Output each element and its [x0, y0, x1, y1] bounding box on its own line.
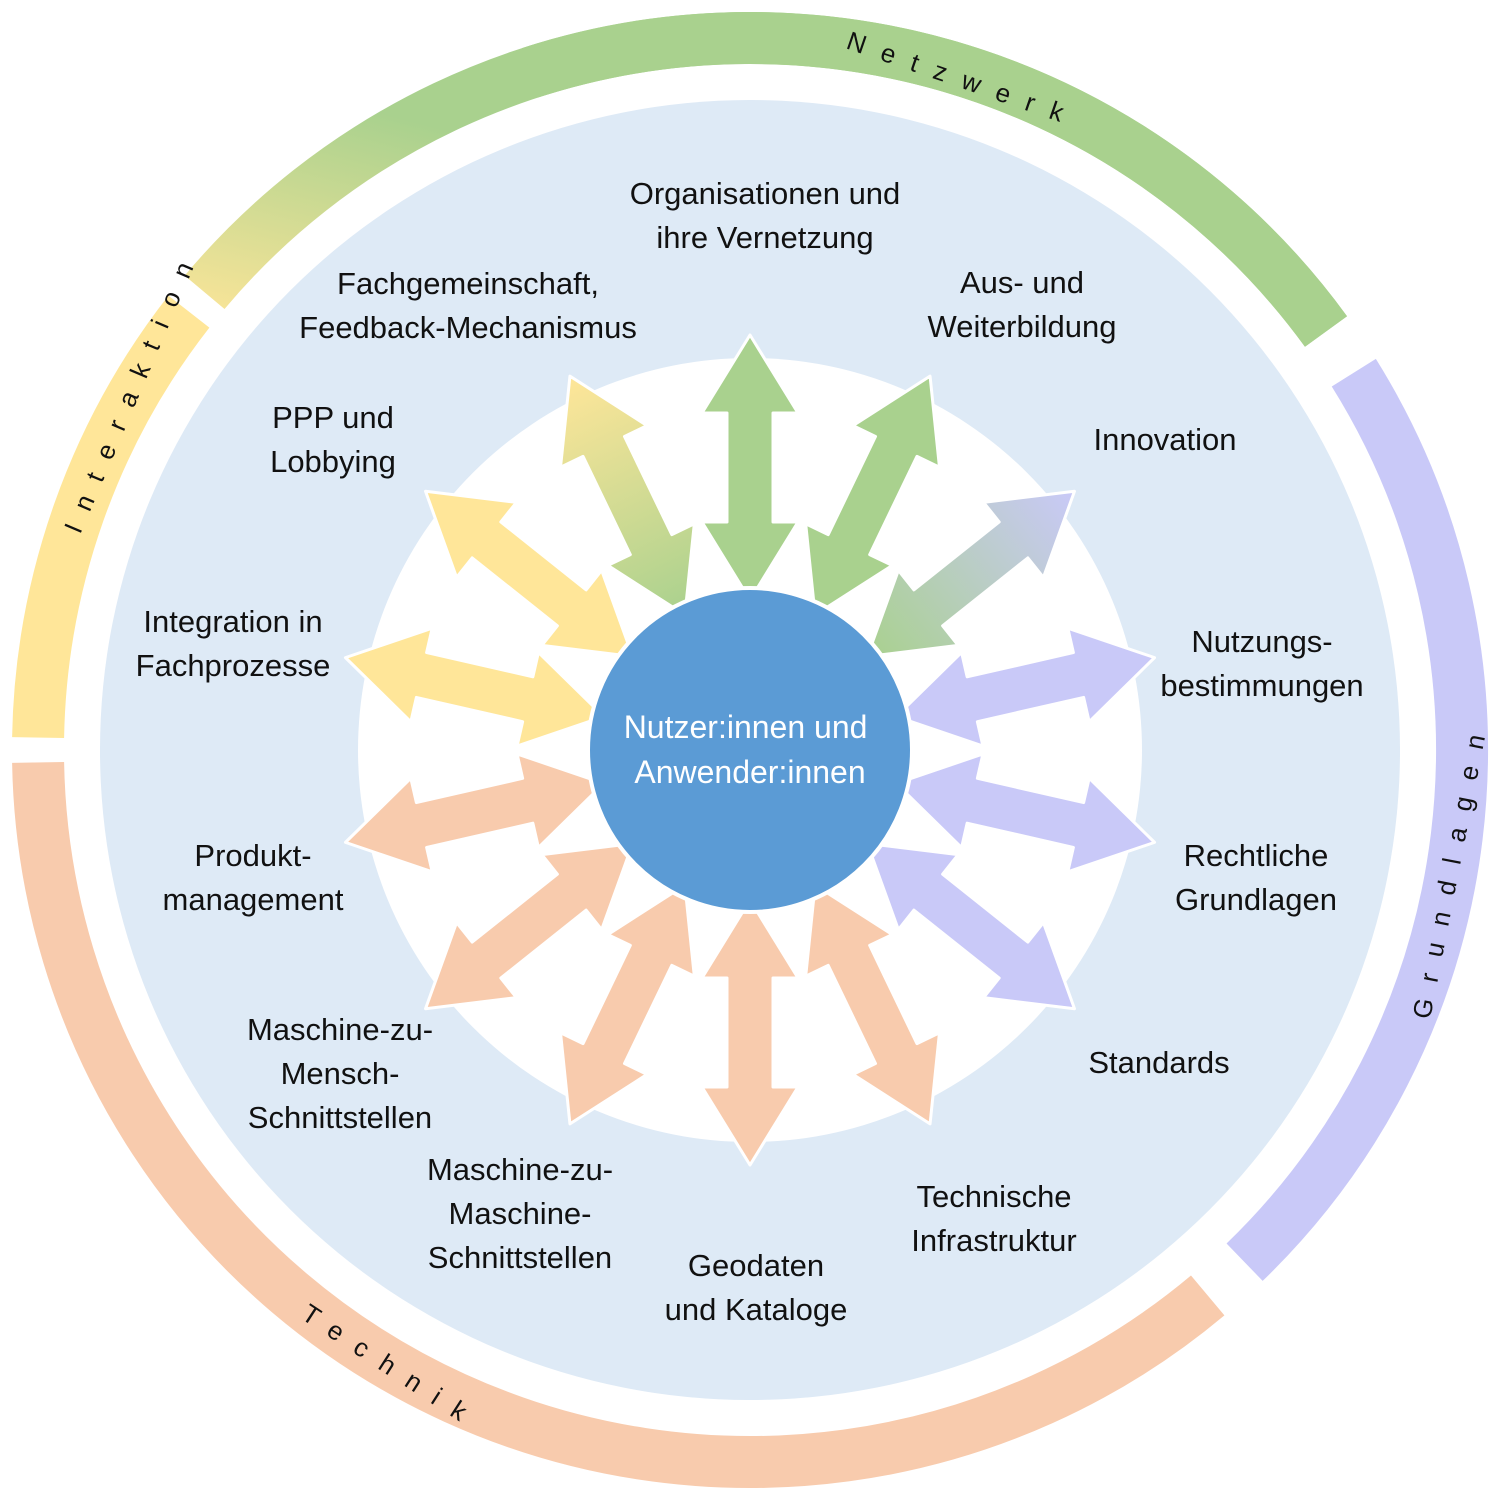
item-label-3: Nutzungs-bestimmungen: [1160, 624, 1363, 703]
item-label-8-line-2: Schnittstellen: [428, 1240, 612, 1275]
arc-technik: [12, 761, 1225, 1488]
item-label-1-line-0: Aus- und: [960, 265, 1084, 300]
arrow-3: [894, 626, 1157, 748]
arrow-2: [865, 489, 1076, 658]
item-label-12-line-0: PPP und: [272, 400, 394, 435]
arrow-0: [700, 333, 800, 602]
arrow-13: [559, 374, 696, 617]
arrows-layer: [343, 333, 1157, 1167]
category-arcs: [12, 11, 1489, 1488]
item-label-5: Standards: [1088, 1045, 1229, 1080]
arrow-1: [804, 374, 941, 617]
item-label-4-line-1: Grundlagen: [1175, 882, 1337, 917]
center-label-line-2: Anwender:innen: [634, 754, 865, 790]
item-label-9-line-2: Schnittstellen: [248, 1100, 432, 1135]
item-label-8-line-1: Maschine-: [449, 1196, 592, 1231]
arrow-6: [804, 883, 941, 1126]
arrow-12: [424, 489, 635, 658]
item-label-10-line-1: management: [163, 882, 344, 917]
item-label-6-line-0: Technische: [916, 1179, 1071, 1214]
item-label-11: Integration in Fachprozesse: [136, 604, 331, 683]
item-label-3-line-0: Nutzungs-: [1191, 624, 1332, 659]
arrow-9: [424, 842, 635, 1011]
item-label-9-line-0: Maschine-zu-: [247, 1012, 433, 1047]
item-label-8: Maschine-zu- Maschine- Schnittstellen: [427, 1152, 613, 1275]
center-circle: [586, 586, 914, 914]
item-label-6-line-1: Infrastruktur: [911, 1223, 1076, 1258]
arrow-11: [343, 626, 606, 748]
item-label-13: Fachgemeinschaft, Feedback-Mechanismus: [299, 266, 637, 345]
item-label-3-line-1: bestimmungen: [1160, 668, 1363, 703]
item-label-1-line-1: Weiterbildung: [928, 309, 1117, 344]
center-label: Nutzer:innen und Anwender:innen: [624, 709, 877, 790]
item-label-2: Innovation: [1093, 422, 1236, 457]
item-label-0-line-1: ihre Vernetzung: [656, 220, 873, 255]
arrow-4: [894, 752, 1157, 874]
item-label-10-line-0: Produkt-: [194, 838, 311, 873]
item-label-0-line-0: Organisationen und: [630, 176, 901, 211]
item-label-7-line-0: Geodaten: [688, 1248, 824, 1283]
item-label-7-line-1: und Kataloge: [665, 1292, 848, 1327]
center-label-line-1: Nutzer:innen und: [624, 709, 868, 745]
item-label-9: Maschine-zu- Mensch- Schnittstellen: [247, 1012, 433, 1135]
item-label-10: Produkt-management: [163, 838, 344, 917]
item-label-7: Geodaten und Kataloge: [665, 1248, 848, 1327]
arrow-5: [865, 842, 1076, 1011]
item-label-0: Organisationen und ihre Vernetzung: [630, 176, 901, 255]
item-label-13-line-1: Feedback-Mechanismus: [299, 310, 637, 345]
item-label-2-line-0: Innovation: [1093, 422, 1236, 457]
arc-grundlagen: [1226, 358, 1489, 1281]
item-label-13-line-0: Fachgemeinschaft,: [337, 266, 599, 301]
arrow-10: [343, 752, 606, 874]
arc-interaktion: [12, 295, 210, 739]
arrow-7: [700, 898, 800, 1167]
item-label-5-line-0: Standards: [1088, 1045, 1229, 1080]
item-label-9-line-1: Mensch-: [281, 1056, 400, 1091]
arc-netzwerk-solid: [521, 11, 1348, 347]
item-label-4-line-0: Rechtliche: [1184, 838, 1329, 873]
item-label-11-line-0: Integration in: [143, 604, 322, 639]
item-label-11-line-1: Fachprozesse: [136, 648, 331, 683]
item-label-12-line-1: Lobbying: [270, 444, 396, 479]
arrow-8: [559, 883, 696, 1126]
item-label-8-line-0: Maschine-zu-: [427, 1152, 613, 1187]
